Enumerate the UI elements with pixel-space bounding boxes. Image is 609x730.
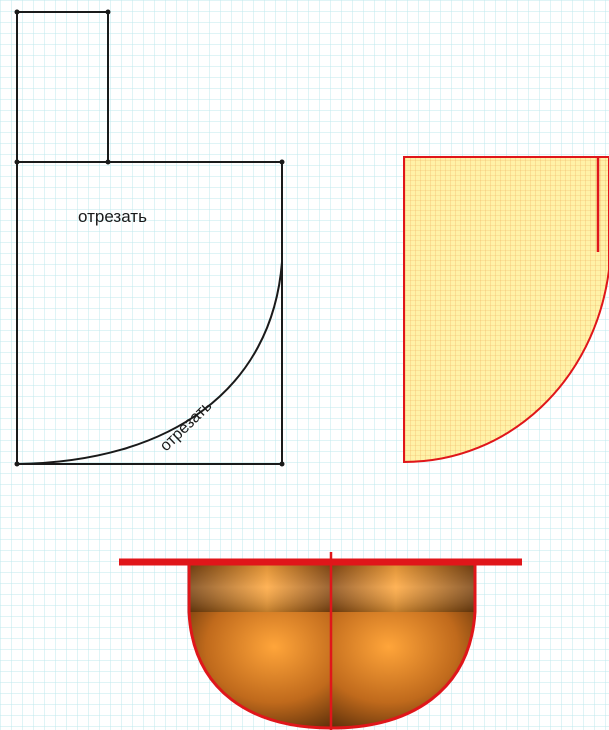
left-pattern bbox=[16, 11, 283, 465]
bowl-shape bbox=[119, 552, 522, 730]
cut-curve bbox=[16, 261, 283, 465]
quarter-pattern bbox=[403, 156, 609, 464]
corner-dots bbox=[14, 9, 285, 467]
main-square bbox=[16, 161, 283, 465]
cut-label-top: отрезать bbox=[78, 207, 147, 226]
